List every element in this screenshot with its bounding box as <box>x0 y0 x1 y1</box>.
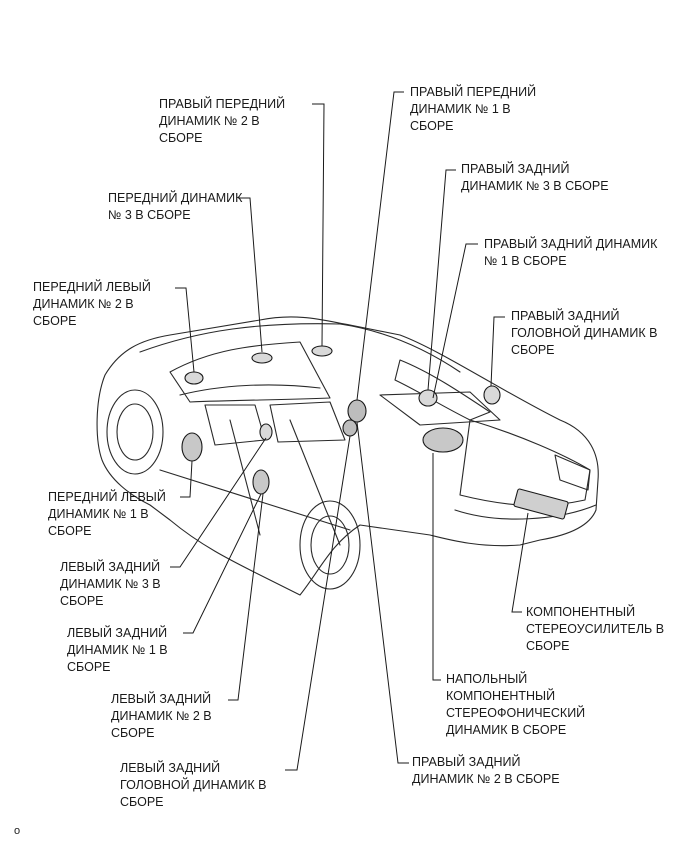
leader-rear-left-1 <box>183 493 262 634</box>
car-dashboard <box>179 384 321 396</box>
label-rear-left-speaker-2: ЛЕВЫЙ ЗАДНИЙ ДИНАМИК № 2 В СБОРЕ <box>111 692 212 740</box>
leader-rear-right-3 <box>427 169 456 391</box>
label-rear-right-head-speaker: ПРАВЫЙ ЗАДНИЙ ГОЛОВНОЙ ДИНАМИК В СБОРЕ <box>511 309 658 357</box>
label-rear-right-speaker-1: ПРАВЫЙ ЗАДНИЙ ДИНАМИК № 1 В СБОРЕ <box>484 237 658 268</box>
speaker-front-3 <box>251 352 273 364</box>
leader-front-left-2 <box>175 287 195 373</box>
leader-rear-right-2 <box>356 421 409 764</box>
leader-front-right-1 <box>356 91 404 401</box>
footer-mark: o <box>14 825 21 837</box>
leader-rear-left-2 <box>228 493 264 701</box>
speaker-floor-subwoofer <box>422 427 464 453</box>
car-door-line-front <box>229 419 261 536</box>
label-rear-left-speaker-3: ЛЕВЫЙ ЗАДНИЙ ДИНАМИК № 3 В СБОРЕ <box>60 560 161 608</box>
speaker-front-right-2 <box>311 345 333 357</box>
leader-floor-speaker <box>432 453 441 681</box>
leader-rear-right-1 <box>432 243 478 399</box>
car-front-wheel-hub <box>116 403 154 461</box>
leader-rear-left-3 <box>170 437 267 568</box>
car-front-wheel <box>106 389 164 475</box>
speaker-front-left-1 <box>181 432 203 462</box>
car-rocker-line <box>159 469 351 531</box>
speaker-rear-left-1 <box>252 469 270 495</box>
car-trunk-lid <box>459 419 591 506</box>
label-front-right-speaker-1: ПРАВЫЙ ПЕРЕДНИЙ ДИНАМИК № 1 В СБОРЕ <box>410 85 537 133</box>
label-floor-stereo-speaker: НАПОЛЬНЫЙ КОМПОНЕНТНЫЙ СТЕРЕОФОНИЧЕСКИЙ … <box>446 672 586 737</box>
label-front-right-speaker-2: ПРАВЫЙ ПЕРЕДНИЙ ДИНАМИК № 2 В СБОРЕ <box>159 97 286 145</box>
label-rear-right-speaker-2: ПРАВЫЙ ЗАДНИЙ ДИНАМИК № 2 В СБОРЕ <box>412 755 560 786</box>
leader-amplifier <box>511 512 529 613</box>
label-stereo-amplifier: КОМПОНЕНТНЫЙ СТЕРЕОУСИЛИТЕЛЬ В СБОРЕ <box>526 605 665 653</box>
label-rear-left-speaker-1: ЛЕВЫЙ ЗАДНИЙ ДИНАМИК № 1 В СБОРЕ <box>67 626 168 674</box>
car-rear-wheel-hub <box>310 515 350 575</box>
leader-front-left-1 <box>180 460 193 498</box>
speaker-front-right-1 <box>347 399 367 423</box>
label-rear-right-speaker-3: ПРАВЫЙ ЗАДНИЙ ДИНАМИК № 3 В СБОРЕ <box>461 162 609 193</box>
leader-front-3 <box>238 197 263 353</box>
speaker-front-left-2 <box>184 371 204 385</box>
car-windshield <box>169 341 331 403</box>
leader-front-right-2 <box>312 103 325 347</box>
car-rear-wheel <box>299 500 361 590</box>
car-rear-bumper <box>454 504 597 520</box>
stereo-amplifier <box>513 488 569 520</box>
car-rear-side-window <box>269 401 346 443</box>
car-rear-window <box>394 359 491 421</box>
car-taillight <box>554 454 591 491</box>
leader-rear-right-head <box>490 316 505 387</box>
speaker-rear-right-head <box>483 385 501 405</box>
label-front-left-speaker-1: ПЕРЕДНИЙ ЛЕВЫЙ ДИНАМИК № 1 В СБОРЕ <box>48 490 166 538</box>
speaker-rear-left-head <box>342 419 358 437</box>
label-front-speaker-3: ПЕРЕДНИЙ ДИНАМИК № 3 В СБОРЕ <box>108 191 243 222</box>
car-body-outline <box>96 316 599 596</box>
label-front-left-speaker-2: ПЕРЕДНИЙ ЛЕВЫЙ ДИНАМИК № 2 В СБОРЕ <box>33 280 151 328</box>
label-rear-left-head-speaker: ЛЕВЫЙ ЗАДНИЙ ГОЛОВНОЙ ДИНАМИК В СБОРЕ <box>120 761 267 809</box>
car-rear-shelf <box>379 391 501 426</box>
leader-rear-left-head <box>285 435 351 771</box>
speaker-rear-left-3 <box>259 423 273 441</box>
